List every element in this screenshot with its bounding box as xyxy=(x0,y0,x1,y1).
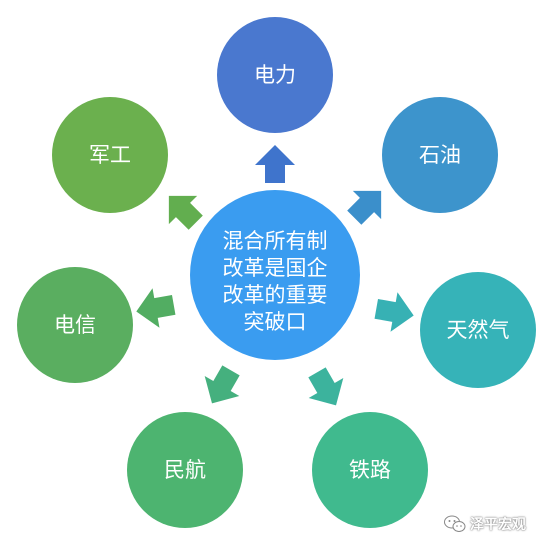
arrow-to-gas xyxy=(374,292,414,332)
arrow-power-shape xyxy=(255,145,295,183)
arrow-to-railway xyxy=(308,367,344,406)
center-line-2: 改革是国企 xyxy=(223,256,328,280)
node-gas-circle xyxy=(420,272,536,388)
arrow-to-oil xyxy=(347,190,382,225)
center-line-4: 突破口 xyxy=(244,310,307,334)
arrow-railway-shape xyxy=(308,367,344,406)
arrow-to-power xyxy=(255,145,295,183)
node-oil-label: 石油 xyxy=(419,143,461,167)
node-telecom-circle xyxy=(17,267,133,383)
node-telecom: 电信 xyxy=(17,267,133,383)
arrow-aviation-shape xyxy=(204,365,240,404)
center-line-1: 混合所有制 xyxy=(223,229,328,253)
node-power-circle xyxy=(217,17,333,133)
node-oil-circle xyxy=(382,97,498,213)
center-line-3: 改革的重要 xyxy=(223,283,328,307)
arrow-to-telecom xyxy=(136,288,176,328)
arrow-military-shape xyxy=(168,195,203,230)
node-military-circle xyxy=(52,97,168,213)
node-telecom-label: 电信 xyxy=(54,313,96,337)
arrow-to-aviation xyxy=(204,365,240,404)
arrow-to-military xyxy=(168,195,203,230)
center-circle xyxy=(190,190,360,360)
node-power-label: 电力 xyxy=(254,63,296,87)
arrow-oil-shape xyxy=(347,190,382,225)
node-oil: 石油 xyxy=(382,97,498,213)
node-aviation-label: 民航 xyxy=(164,458,206,482)
node-military: 军工 xyxy=(52,97,168,213)
node-aviation: 民航 xyxy=(127,412,243,528)
node-railway-circle xyxy=(312,412,428,528)
arrow-gas-shape xyxy=(374,292,414,332)
node-gas-label: 天然气 xyxy=(447,318,510,342)
node-railway-label: 铁路 xyxy=(349,458,391,482)
arrows xyxy=(136,145,414,406)
node-railway: 铁路 xyxy=(312,412,428,528)
node-gas: 天然气 xyxy=(420,272,536,388)
node-power: 电力 xyxy=(217,17,333,133)
node-aviation-circle xyxy=(127,412,243,528)
watermark-text: 泽平宏观 xyxy=(470,517,526,533)
node-military-label: 军工 xyxy=(89,143,131,167)
arrow-telecom-shape xyxy=(136,288,176,328)
watermark: 泽平宏观 xyxy=(444,514,526,534)
center-node: 混合所有制 改革是国企 改革的重要 突破口 xyxy=(190,190,360,360)
wechat-icon xyxy=(444,515,466,532)
